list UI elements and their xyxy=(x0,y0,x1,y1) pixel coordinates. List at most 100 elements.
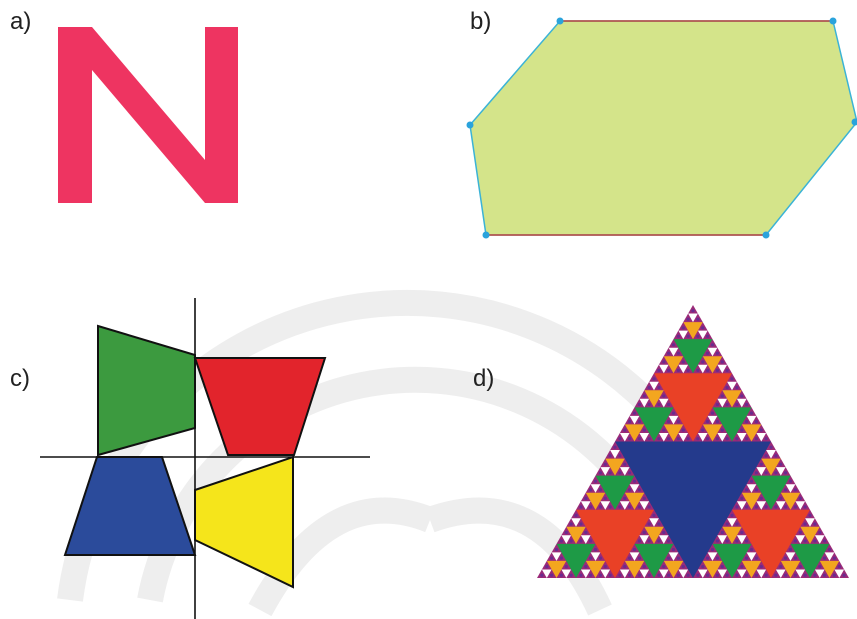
sierpinski-dot xyxy=(648,539,651,542)
sierpinski-dot xyxy=(726,539,729,542)
sierpinski-dot xyxy=(843,574,846,577)
sierpinski-dot xyxy=(755,574,758,577)
sierpinski-dot xyxy=(574,514,577,517)
sierpinski-dot xyxy=(657,403,660,406)
sierpinski-dot xyxy=(750,480,753,483)
sierpinski-dot xyxy=(667,437,670,440)
sierpinski-dot xyxy=(609,574,612,577)
sierpinski-dot xyxy=(765,505,768,508)
sierpinski-dot xyxy=(550,574,553,577)
sierpinski-dot xyxy=(584,565,587,568)
sierpinski-dot xyxy=(555,548,558,551)
sierpinski-dot xyxy=(711,343,714,346)
sierpinski-dot xyxy=(628,420,631,423)
sierpinski-dot xyxy=(765,437,768,440)
sierpinski-dot xyxy=(818,565,821,568)
sierpinski-dot xyxy=(721,429,724,432)
sierpinski-dot xyxy=(696,318,699,321)
sierpinski-dot xyxy=(677,574,680,577)
sierpinski-dot xyxy=(779,463,782,466)
sierpinski-dot xyxy=(716,539,719,542)
sierpinski-dot xyxy=(745,574,748,577)
sierpinski-dot xyxy=(726,386,729,389)
sierpinski-dot xyxy=(730,377,733,380)
sierpinski-dot xyxy=(721,394,724,397)
sierpinski-dot xyxy=(745,539,748,542)
sierpinski-dot xyxy=(769,446,772,449)
sierpinski-dot xyxy=(740,497,743,500)
hexagon-vertex xyxy=(483,232,490,239)
sierpinski-dot xyxy=(774,454,777,457)
sierpinski-dot xyxy=(672,343,675,346)
sierpinski-dot xyxy=(701,429,704,432)
sierpinski-dot xyxy=(696,369,699,372)
red-quadrilateral xyxy=(195,358,325,455)
sierpinski-dot xyxy=(706,437,709,440)
sierpinski-dot xyxy=(677,437,680,440)
sierpinski-dot xyxy=(735,437,738,440)
sierpinski-dot xyxy=(560,539,563,542)
sierpinski-dot xyxy=(560,557,563,560)
sierpinski-dot xyxy=(545,565,548,568)
sierpinski-dot xyxy=(745,488,748,491)
sierpinski-dot xyxy=(745,403,748,406)
sierpinski-dot xyxy=(706,335,709,338)
sierpinski-dot xyxy=(613,446,616,449)
sierpinski-dot xyxy=(682,360,685,363)
sierpinski-dot xyxy=(672,412,675,415)
sierpinski-dot xyxy=(677,335,680,338)
sierpinski-dot xyxy=(599,574,602,577)
letter-n-shape xyxy=(58,27,238,203)
panel-label-b: b) xyxy=(470,8,491,36)
sierpinski-dot xyxy=(599,471,602,474)
sierpinski-dot xyxy=(628,557,631,560)
sierpinski-dot xyxy=(818,531,821,534)
sierpinski-dot xyxy=(570,574,573,577)
sierpinski-dot xyxy=(701,360,704,363)
sierpinski-dot xyxy=(716,352,719,355)
sierpinski-dot xyxy=(643,531,646,534)
sierpinski-dot xyxy=(570,522,573,525)
sierpinski-dot xyxy=(618,437,621,440)
hexagon-vertex xyxy=(467,122,474,129)
sierpinski-dot xyxy=(623,463,626,466)
sierpinski-dot xyxy=(804,522,807,525)
sierpinski-dot xyxy=(794,574,797,577)
sierpinski-dot xyxy=(745,557,748,560)
sierpinski-dot xyxy=(726,574,729,577)
hexagon-shape xyxy=(470,21,857,235)
sierpinski-dot xyxy=(589,557,592,560)
sierpinski-dot xyxy=(633,480,636,483)
sierpinski-dot xyxy=(662,565,665,568)
sierpinski-dot xyxy=(657,386,660,389)
sierpinski-dot xyxy=(623,497,626,500)
sierpinski-dot xyxy=(755,471,758,474)
sierpinski-dot xyxy=(726,403,729,406)
sierpinski-dot xyxy=(716,437,719,440)
sierpinski-dot xyxy=(774,574,777,577)
sierpinski-dot xyxy=(813,574,816,577)
sierpinski-dot xyxy=(687,437,690,440)
sierpinski-dot xyxy=(755,488,758,491)
sierpinski-dot xyxy=(648,403,651,406)
sierpinski-dot xyxy=(667,352,670,355)
sierpinski-dot xyxy=(726,437,729,440)
sierpinski-dot xyxy=(833,557,836,560)
sierpinski-dot xyxy=(565,565,568,568)
sierpinski-dot xyxy=(599,488,602,491)
sierpinski-dot xyxy=(808,514,811,517)
sierpinski-dot xyxy=(716,420,719,423)
sierpinski-dot xyxy=(687,318,690,321)
sierpinski-dot xyxy=(813,522,816,525)
sierpinski-dot xyxy=(735,539,738,542)
sierpinski-dot xyxy=(657,369,660,372)
sierpinski-dot xyxy=(779,497,782,500)
sierpinski-dot xyxy=(638,539,641,542)
sierpinski-dot xyxy=(691,309,694,312)
sierpinski-dot xyxy=(589,505,592,508)
sierpinski-dot xyxy=(726,522,729,525)
sierpinski-dot xyxy=(706,420,709,423)
sierpinski-dot xyxy=(760,565,763,568)
sierpinski-dot xyxy=(657,539,660,542)
sierpinski-dot xyxy=(604,565,607,568)
